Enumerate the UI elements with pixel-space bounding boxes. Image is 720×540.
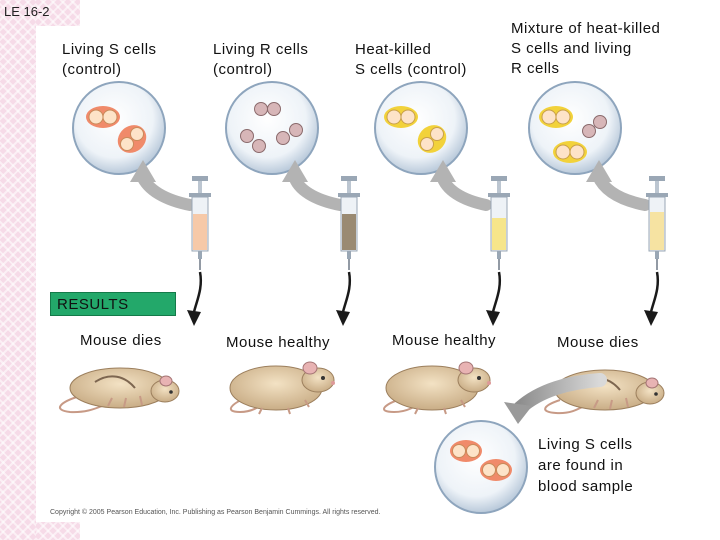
outcome-heat-killed: Mouse healthy [392, 332, 496, 349]
inject-arrow-2 [336, 272, 350, 326]
syringe-2 [338, 176, 360, 270]
outcome-living-r: Mouse healthy [226, 334, 330, 351]
results-label: RESULTS [50, 292, 176, 316]
dish-heat-killed [375, 82, 467, 174]
syringe-3 [488, 176, 510, 270]
dish-mixture [529, 82, 621, 174]
outcome-living-s: Mouse dies [80, 332, 162, 349]
mouse-dead-1 [60, 368, 179, 412]
mouse-healthy-2 [230, 362, 335, 414]
dish-blood-sample [435, 421, 527, 513]
inject-arrow-1 [187, 272, 201, 326]
copyright-notice: Copyright © 2005 Pearson Education, Inc.… [50, 509, 380, 516]
outcome-mixture: Mouse dies [557, 334, 639, 351]
mouse-healthy-3 [384, 362, 491, 414]
inject-arrow-3 [486, 272, 500, 326]
syringe-1 [189, 176, 211, 270]
inject-arrow-4 [644, 272, 658, 326]
syringe-4 [646, 176, 668, 270]
dish-living-s [73, 82, 165, 174]
dish-living-r [226, 82, 318, 174]
